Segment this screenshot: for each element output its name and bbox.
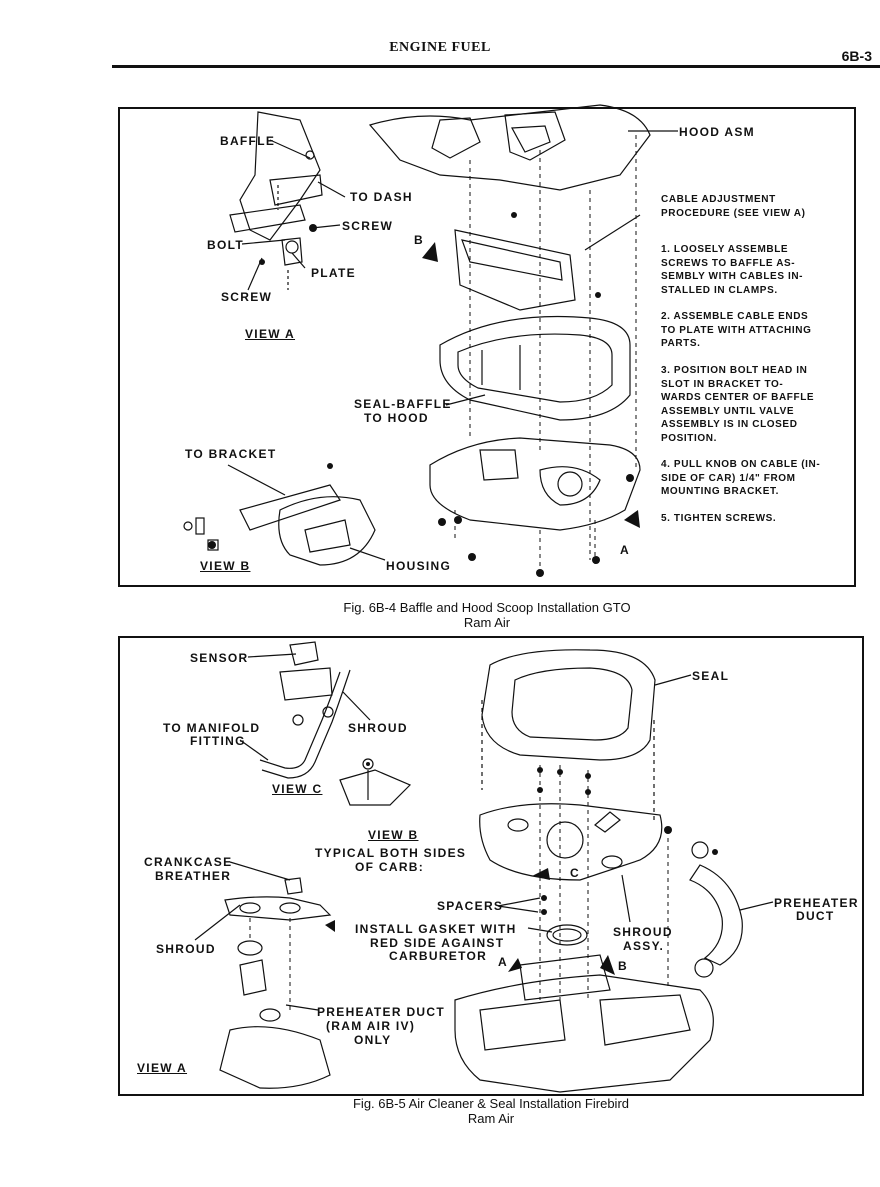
procedure-step-1: 1. LOOSELY ASSEMBLE SCREWS TO BAFFLE AS-…: [661, 244, 804, 296]
figure-6b-5-caption: Fig. 6B-5 Air Cleaner & Seal Installatio…: [118, 1096, 864, 1126]
label-bolt: BOLT: [207, 238, 244, 252]
label-preheater-line1: PREHEATER: [774, 896, 859, 910]
label-to-manifold: TO MANIFOLD: [163, 721, 261, 735]
label-seal: SEAL: [692, 669, 730, 683]
label-baffle: BAFFLE: [220, 134, 276, 148]
label-install-gasket-line2: RED SIDE AGAINST: [370, 936, 505, 950]
procedure-step-4: 4. PULL KNOB ON CABLE (IN-SIDE OF CAR) 1…: [661, 459, 821, 497]
figure-6b-4-caption: Fig. 6B-4 Baffle and Hood Scoop Installa…: [118, 600, 856, 630]
page-header-title: ENGINE FUEL: [389, 40, 491, 55]
label-to-dash: TO DASH: [350, 190, 413, 204]
arrow-label-b-fig2: B: [618, 959, 628, 973]
caption-line1-fig2: Fig. 6B-5 Air Cleaner & Seal Installatio…: [352, 1096, 629, 1111]
procedure-title-line2: PROCEDURE (SEE VIEW A): [661, 207, 806, 219]
label-view-b: VIEW B: [200, 559, 251, 573]
label-housing: HOUSING: [386, 559, 452, 573]
label-to-hood: TO HOOD: [364, 411, 429, 425]
label-hood-asm: HOOD ASM: [679, 125, 755, 139]
page-number: 6B-3: [841, 48, 872, 64]
label-screw-lower: SCREW: [221, 290, 273, 304]
figure-6b-4-panel: [118, 107, 856, 587]
label-typical-line1: TYPICAL BOTH SIDES: [315, 846, 467, 860]
arrow-label-a-fig2: A: [498, 955, 508, 969]
label-screw-upper: SCREW: [342, 219, 394, 233]
procedure-step-5: 5. TIGHTEN SCREWS.: [661, 513, 777, 524]
arrow-label-b: B: [414, 233, 424, 247]
label-view-a: VIEW A: [245, 327, 296, 341]
label-typical-line2: OF CARB:: [355, 860, 425, 874]
procedure-title-line1: CABLE ADJUSTMENT: [661, 194, 776, 205]
label-sensor: SENSOR: [190, 651, 249, 665]
label-to-bracket: TO BRACKET: [185, 447, 277, 461]
label-plate: PLATE: [311, 266, 356, 280]
arrow-label-a: A: [620, 543, 630, 557]
label-preheater-line2: DUCT: [796, 909, 835, 923]
label-install-gasket-line1: INSTALL GASKET WITH: [355, 922, 517, 936]
label-crankcase: CRANKCASE: [144, 855, 233, 869]
label-preheater-ramair-line3: ONLY: [354, 1033, 392, 1047]
header-rule: [112, 65, 880, 68]
label-shroud-left: SHROUD: [156, 942, 216, 956]
label-view-a-fig2: VIEW A: [137, 1061, 188, 1075]
label-shroud-assy-line2: ASSY.: [623, 939, 665, 953]
caption-line1: Fig. 6B-4 Baffle and Hood Scoop Installa…: [343, 600, 631, 615]
figure-6b-4-illustration: [183, 104, 678, 577]
label-view-c: VIEW C: [272, 782, 323, 796]
caption-line2-fig2: Ram Air: [467, 1111, 515, 1126]
label-preheater-ramair-line1: PREHEATER DUCT: [317, 1005, 445, 1019]
arrow-label-c-fig2: C: [570, 866, 580, 880]
label-breather: BREATHER: [155, 869, 232, 883]
label-install-gasket-line3: CARBURETOR: [389, 949, 488, 963]
procedure-step-3: 3. POSITION BOLT HEAD IN SLOT IN BRACKET…: [661, 365, 815, 444]
procedure-title: CABLE ADJUSTMENT PROCEDURE (SEE VIEW A): [661, 193, 841, 220]
label-seal-baffle: SEAL-BAFFLE: [354, 397, 452, 411]
procedure-step-2: 2. ASSEMBLE CABLE ENDS TO PLATE WITH ATT…: [661, 311, 812, 349]
caption-line2: Ram Air: [463, 615, 511, 630]
label-shroud-upper: SHROUD: [348, 721, 408, 735]
label-shroud-assy-line1: SHROUD: [613, 925, 673, 939]
label-view-b-fig2: VIEW B: [368, 828, 419, 842]
label-spacers: SPACERS: [437, 899, 504, 913]
label-preheater-ramair-line2: (RAM AIR IV): [326, 1019, 416, 1033]
label-fitting: FITTING: [190, 734, 246, 748]
